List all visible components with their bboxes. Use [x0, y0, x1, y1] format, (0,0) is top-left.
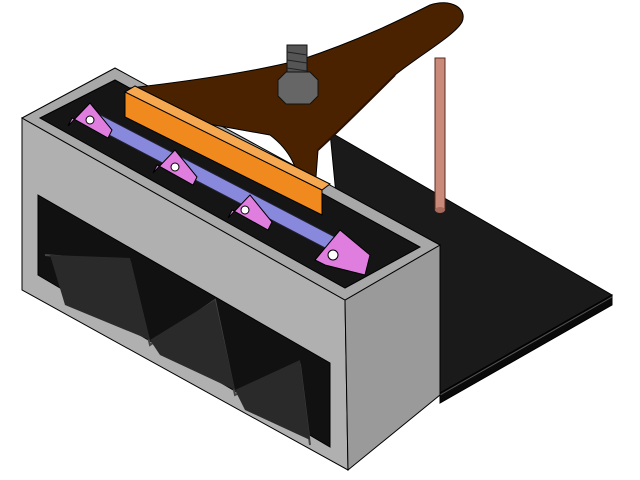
bracket	[314, 229, 371, 276]
hex-bolt	[277, 44, 319, 105]
front-cavity	[37, 194, 331, 448]
guide-rod	[434, 57, 446, 213]
bracket	[152, 149, 198, 186]
pivot-brackets	[67, 102, 371, 276]
clamp-bar	[123, 85, 331, 216]
bracket	[227, 194, 273, 231]
bracket	[67, 102, 113, 139]
